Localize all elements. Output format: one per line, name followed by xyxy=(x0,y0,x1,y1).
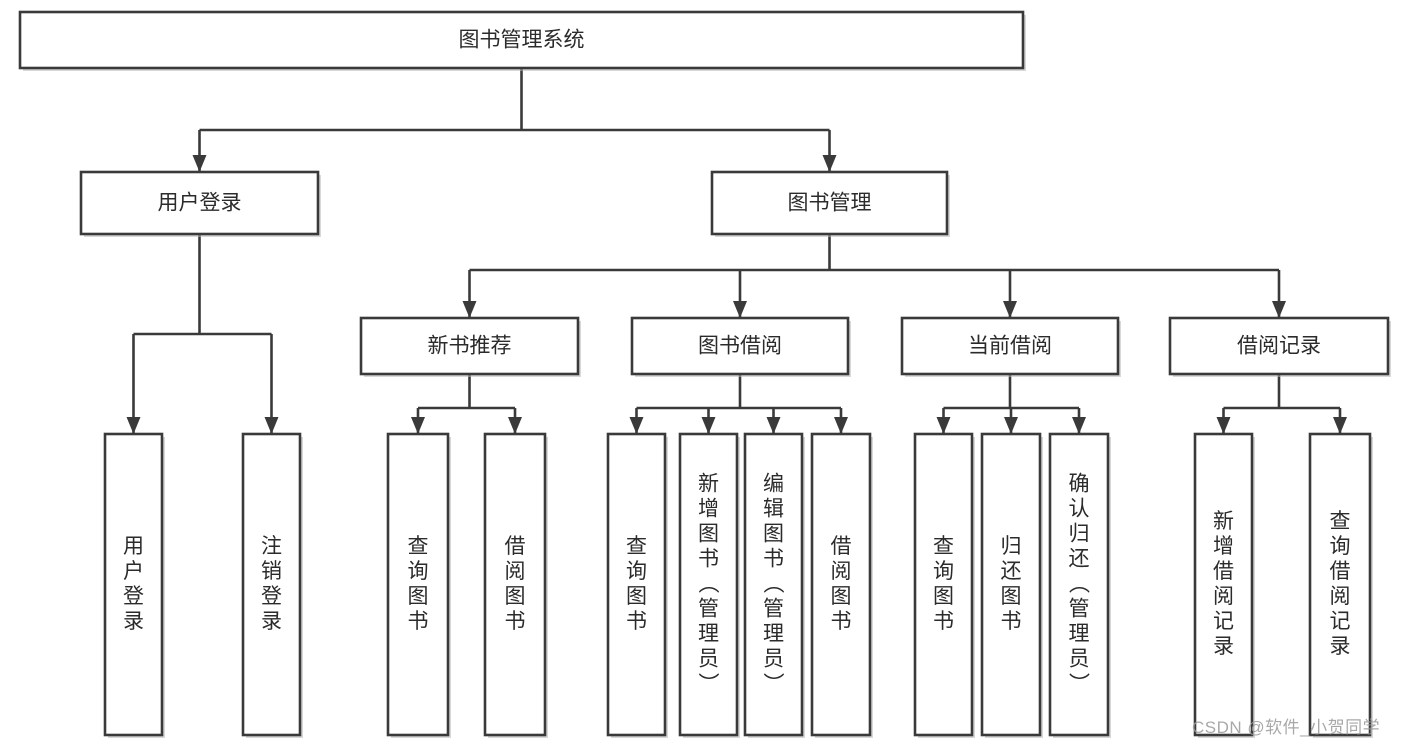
node-new-book-recommend[interactable]: 新书推荐 xyxy=(359,316,581,377)
node-label: 当前借阅 xyxy=(968,335,1052,358)
arrow-head xyxy=(1216,417,1231,434)
node-label: 编辑图书（管理员） xyxy=(763,472,785,695)
arrow-head xyxy=(508,417,522,434)
node-label: 查询图书 xyxy=(408,535,429,633)
arrow-head xyxy=(192,155,207,172)
node-label: 借阅图书 xyxy=(505,535,526,633)
node-current-borrow[interactable]: 当前借阅 xyxy=(900,316,1121,377)
node-box[interactable] xyxy=(606,432,667,737)
node-box[interactable] xyxy=(678,432,739,737)
arrow-head xyxy=(264,417,279,434)
arrow-head xyxy=(701,417,716,434)
node-label: 借阅记录 xyxy=(1237,335,1321,358)
node-box[interactable] xyxy=(810,432,872,737)
node-user-login[interactable]: 用户登录 xyxy=(79,170,321,237)
node-leaf-query-book-1[interactable]: 查询图书 xyxy=(386,432,451,738)
node-label: 借阅图书 xyxy=(831,535,852,633)
node-box[interactable] xyxy=(743,432,804,737)
node-leaf-confirm-return[interactable]: 确认归还（管理员） xyxy=(1048,432,1111,738)
node-leaf-user-logout[interactable]: 注销登录 xyxy=(241,432,303,738)
arrow-head xyxy=(629,417,644,434)
node-label: 新增图书（管理员） xyxy=(698,472,720,695)
node-box[interactable] xyxy=(900,316,1120,376)
node-leaf-borrow-book-2[interactable]: 借阅图书 xyxy=(810,432,873,738)
arrow-head xyxy=(1333,417,1347,434)
node-borrow-record[interactable]: 借阅记录 xyxy=(1168,316,1391,377)
arrow-head xyxy=(766,417,781,434)
node-box[interactable] xyxy=(79,170,320,236)
node-label: 用户登录 xyxy=(123,535,144,633)
node-label: 用户登录 xyxy=(158,192,242,215)
arrow-head xyxy=(1072,417,1086,434)
node-leaf-query-book-2[interactable]: 查询图书 xyxy=(606,432,668,738)
node-box[interactable] xyxy=(1168,316,1390,376)
node-box[interactable] xyxy=(18,10,1025,70)
node-label: 归还图书 xyxy=(1001,535,1022,633)
node-label: 新书推荐 xyxy=(428,335,512,358)
node-leaf-add-borrow-record[interactable]: 新增借阅记录 xyxy=(1193,432,1255,738)
arrow-head xyxy=(1004,417,1018,434)
node-label: 查询图书 xyxy=(933,535,954,633)
node-box[interactable] xyxy=(630,316,850,376)
node-leaf-edit-book[interactable]: 编辑图书（管理员） xyxy=(743,432,805,738)
node-leaf-query-book-3[interactable]: 查询图书 xyxy=(913,432,975,738)
node-box[interactable] xyxy=(359,316,580,376)
node-book-borrow[interactable]: 图书借阅 xyxy=(630,316,851,377)
arrow-head xyxy=(462,301,477,318)
arrow-head xyxy=(411,417,425,434)
node-label: 图书管理系统 xyxy=(459,29,585,52)
node-box[interactable] xyxy=(913,432,974,737)
node-box[interactable] xyxy=(1048,432,1110,737)
node-label: 新增借阅记录 xyxy=(1213,510,1234,658)
node-leaf-return-book[interactable]: 归还图书 xyxy=(980,432,1043,738)
node-box[interactable] xyxy=(103,432,164,737)
arrow-head xyxy=(936,417,951,434)
arrow-head xyxy=(1272,301,1286,318)
connector-layer xyxy=(126,68,1347,434)
node-box[interactable] xyxy=(483,432,547,737)
node-label: 查询借阅记录 xyxy=(1330,510,1351,658)
node-label: 查询图书 xyxy=(626,535,647,633)
node-box[interactable] xyxy=(1308,432,1372,737)
node-book-manage[interactable]: 图书管理 xyxy=(710,170,950,237)
arrow-head xyxy=(1003,301,1017,318)
node-root[interactable]: 图书管理系统 xyxy=(18,10,1026,71)
arrow-head xyxy=(126,417,141,434)
arrow-head xyxy=(822,155,837,172)
node-label: 注销登录 xyxy=(261,535,282,633)
node-label: 图书借阅 xyxy=(698,335,782,358)
node-layer: 图书管理系统用户登录图书管理新书推荐图书借阅当前借阅借阅记录用户登录注销登录查询… xyxy=(18,10,1391,738)
node-box[interactable] xyxy=(1193,432,1254,737)
node-label: 图书管理 xyxy=(788,192,872,215)
node-box[interactable] xyxy=(980,432,1042,737)
node-box[interactable] xyxy=(710,170,949,236)
node-box[interactable] xyxy=(386,432,450,737)
node-leaf-user-login[interactable]: 用户登录 xyxy=(103,432,165,738)
node-label: 确认归还（管理员） xyxy=(1069,472,1091,695)
arrow-head xyxy=(834,417,848,434)
node-box[interactable] xyxy=(241,432,302,737)
node-leaf-query-borrow-record[interactable]: 查询借阅记录 xyxy=(1308,432,1373,738)
node-leaf-borrow-book-1[interactable]: 借阅图书 xyxy=(483,432,548,738)
arrow-head xyxy=(733,301,747,318)
node-leaf-add-book[interactable]: 新增图书（管理员） xyxy=(678,432,740,738)
